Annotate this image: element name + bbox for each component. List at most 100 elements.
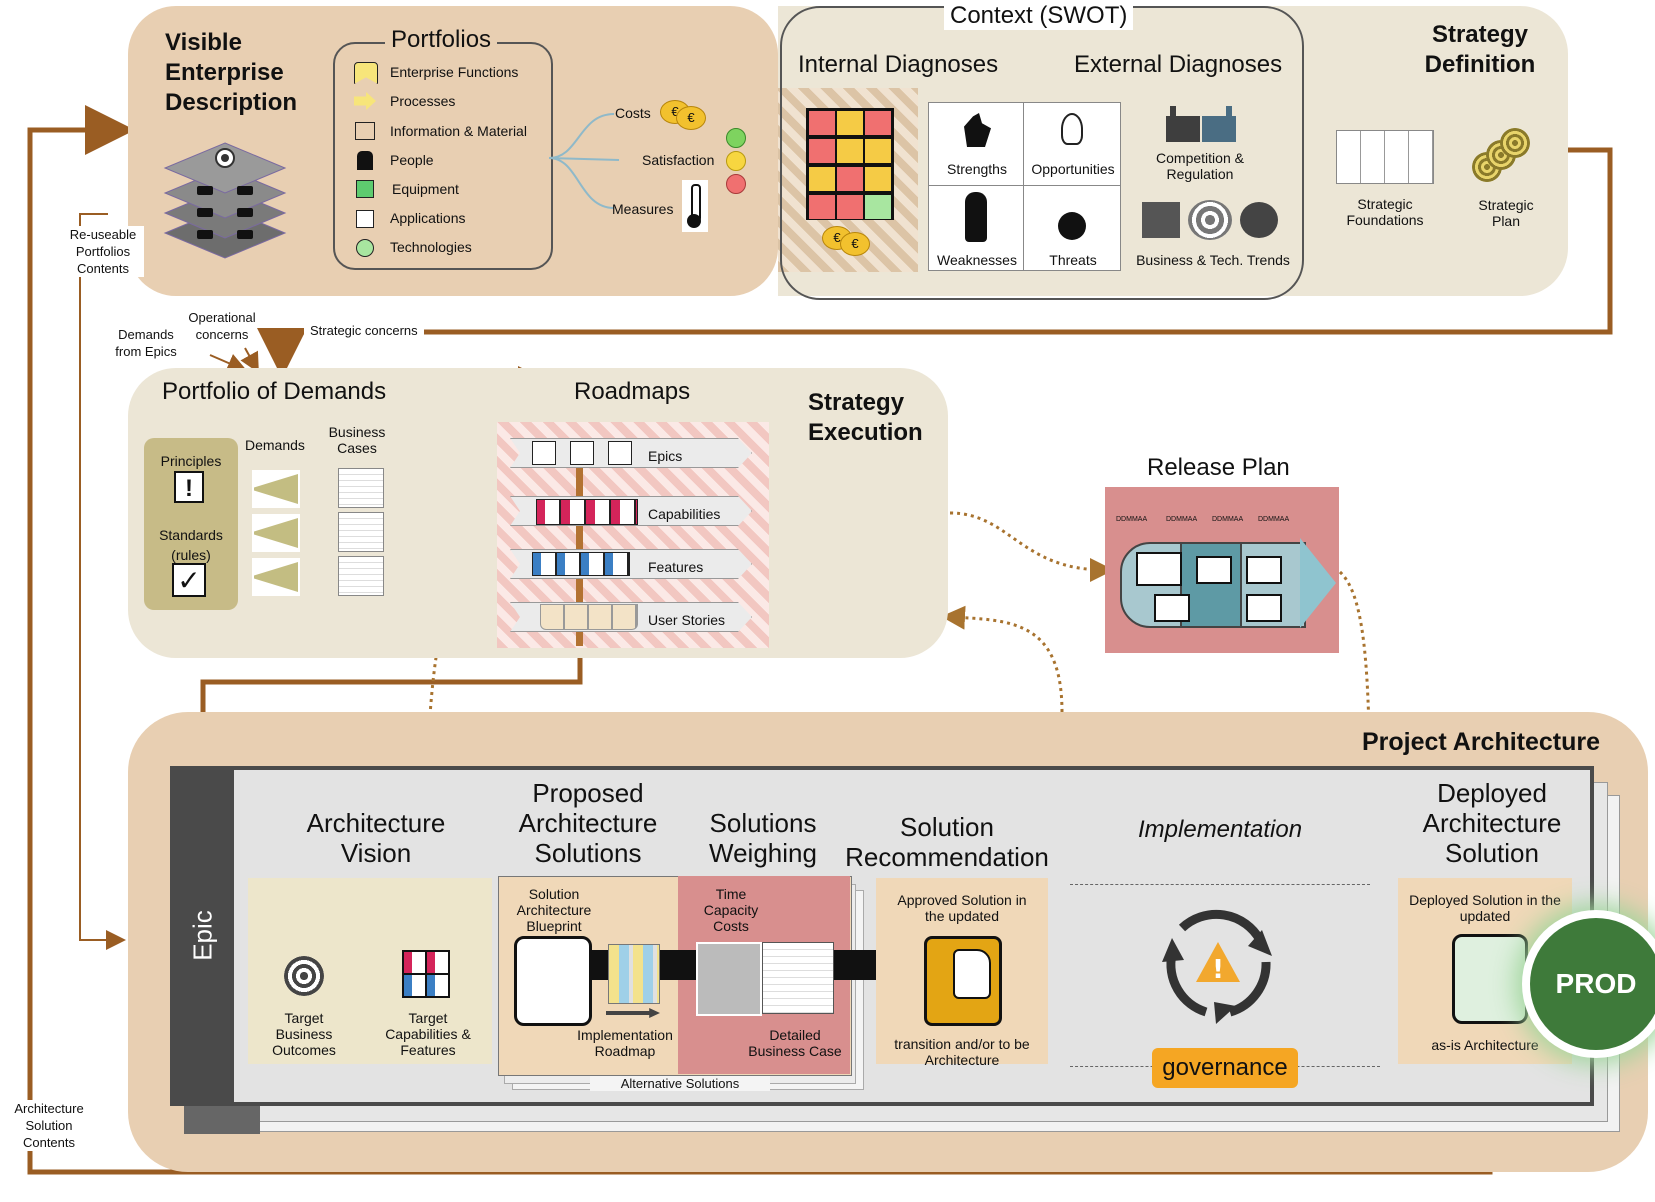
processes-icon	[354, 92, 376, 110]
detailed-bc-label: Detailed Business Case	[748, 1027, 842, 1059]
business-case-icon	[338, 556, 384, 596]
opportunities-cell: Opportunities	[1023, 102, 1121, 186]
impl-roadmap-label: Implementation Roadmap	[577, 1027, 673, 1059]
tcc-label: Time Capacity Costs	[703, 886, 759, 934]
portfolio-demands-title: Portfolio of Demands	[162, 378, 387, 405]
demands-epics-label: Demands from Epics	[115, 327, 177, 359]
euro-coins-icon: € €	[660, 100, 706, 130]
context-title: Context (SWOT)	[944, 2, 1134, 30]
asis-label: as-is Architecture	[1431, 1037, 1539, 1053]
governance-badge: governance	[1152, 1048, 1298, 1088]
enterprise-title: Visible Enterprise Description	[165, 29, 298, 116]
checkbox-icon: ✓	[172, 563, 206, 597]
strategic-plan-label: Strategic Plan	[1478, 197, 1534, 229]
opportunities-label: Opportunities	[1031, 161, 1115, 177]
equipment-icon	[356, 180, 374, 198]
thumbs-up-icon	[924, 936, 1002, 1026]
portfolio-item-label: Equipment	[392, 181, 459, 197]
strategic-plan-icon	[1472, 128, 1534, 184]
svg-text:!: !	[1212, 955, 1224, 985]
people-icon	[357, 151, 373, 170]
features-label: Features	[648, 559, 704, 575]
applications-icon	[356, 210, 374, 228]
strengths-cell: Strengths	[928, 102, 1024, 186]
people-clock-icon	[696, 942, 762, 1016]
portfolio-item-label: Enterprise Functions	[390, 64, 519, 80]
chart-coins-icon	[762, 942, 834, 1014]
strength-icon	[964, 113, 991, 147]
epic-sidebar	[170, 766, 234, 1106]
megaphone-icon	[252, 514, 300, 552]
external-label: External Diagnoses	[1074, 51, 1283, 78]
implementation-title: Implementation	[1138, 816, 1303, 843]
epic-label: Epic	[187, 910, 218, 961]
deployed-blueprint-icon	[1452, 934, 1528, 1024]
weakness-icon	[965, 192, 987, 242]
roadmaps-title: Roadmaps	[574, 378, 691, 405]
lightbulb-icon	[1061, 113, 1083, 145]
weaknesses-cell: Weaknesses	[928, 185, 1024, 271]
prod-badge: PROD	[1530, 918, 1655, 1050]
deployed-in-label: Deployed Solution in the updated	[1409, 892, 1561, 924]
threats-label: Threats	[1049, 252, 1097, 268]
target-caps-icon	[402, 950, 450, 998]
information-icon	[355, 122, 375, 140]
release-tag: DDMMAA	[1166, 516, 1198, 523]
proposed-title: Proposed Architecture Solutions	[518, 778, 658, 868]
strategy-def-title: Strategy Definition	[1424, 21, 1536, 78]
user-stories-label: User Stories	[648, 612, 726, 628]
portfolio-item-label: Technologies	[390, 239, 472, 255]
blueprint-icon	[514, 936, 592, 1026]
release-tags: DDMMAA DDMMAA DDMMAA DDMMAA	[1116, 516, 1316, 536]
weighing-title: Solutions Weighing	[709, 808, 817, 868]
blueprint-label: Solution Architecture Blueprint	[516, 886, 592, 934]
feature-blocks	[532, 552, 630, 576]
capability-blocks	[536, 499, 638, 525]
factory-icon	[1166, 106, 1236, 142]
recommendation-title: Solution Recommendation	[845, 812, 1049, 872]
internal-coins-icon: € €	[822, 226, 872, 256]
release-tag: DDMMAA	[1212, 516, 1244, 523]
demands-label: Demands	[245, 437, 305, 453]
portfolios-title: Portfolios	[385, 26, 498, 54]
megaphone-icon	[252, 470, 300, 508]
internal-grid	[806, 108, 894, 220]
arch-contents-label: Architecture Solution Contents	[4, 1100, 94, 1151]
release-pipeline-icon	[1120, 538, 1336, 628]
happy-face-icon	[726, 128, 746, 148]
neutral-face-icon	[726, 151, 746, 171]
portfolio-item-label: Processes	[390, 93, 456, 109]
sad-face-icon	[726, 174, 746, 194]
measures-label: Measures	[612, 201, 674, 217]
target-caps-label: Target Capabilities & Features	[385, 1010, 471, 1058]
business-cases-label: Business Cases	[328, 424, 386, 456]
weaknesses-label: Weaknesses	[937, 252, 1017, 268]
standards-label: Standards (rules)	[159, 527, 223, 563]
bomb-icon	[1058, 212, 1086, 240]
target-outcomes-label: Target Business Outcomes	[272, 1010, 336, 1058]
costs-label: Costs	[615, 105, 651, 121]
capabilities-label: Capabilities	[648, 506, 721, 522]
approved-label: Approved Solution in the updated	[897, 892, 1027, 924]
exclamation-icon: !	[174, 471, 204, 503]
cycle-icon: !	[1162, 909, 1272, 1024]
project-title: Project Architecture	[1362, 728, 1601, 756]
technologies-icon	[356, 239, 374, 257]
target-icon	[284, 956, 324, 996]
thermometer-icon	[682, 180, 708, 232]
business-case-icon	[338, 468, 384, 508]
deployed-title: Deployed Architecture Solution	[1422, 778, 1562, 868]
strategic-foundations-icon	[1336, 130, 1434, 184]
roadmap-mini-icon	[608, 944, 660, 1004]
epics-label: Epics	[648, 448, 683, 464]
portfolio-item-label: Applications	[390, 210, 466, 226]
trends-label: Business & Tech. Trends	[1136, 252, 1290, 268]
story-cards	[540, 604, 638, 630]
layer-stack-icon	[163, 142, 287, 259]
principles-label: Principles	[160, 453, 222, 469]
alternatives-label: Alternative Solutions	[590, 1076, 770, 1091]
strengths-label: Strengths	[947, 161, 1007, 177]
portfolio-item-label: Information & Material	[390, 123, 527, 139]
reusable-label: Re-useable Portfolios Contents	[62, 226, 144, 277]
portfolio-item-label: People	[390, 152, 434, 168]
